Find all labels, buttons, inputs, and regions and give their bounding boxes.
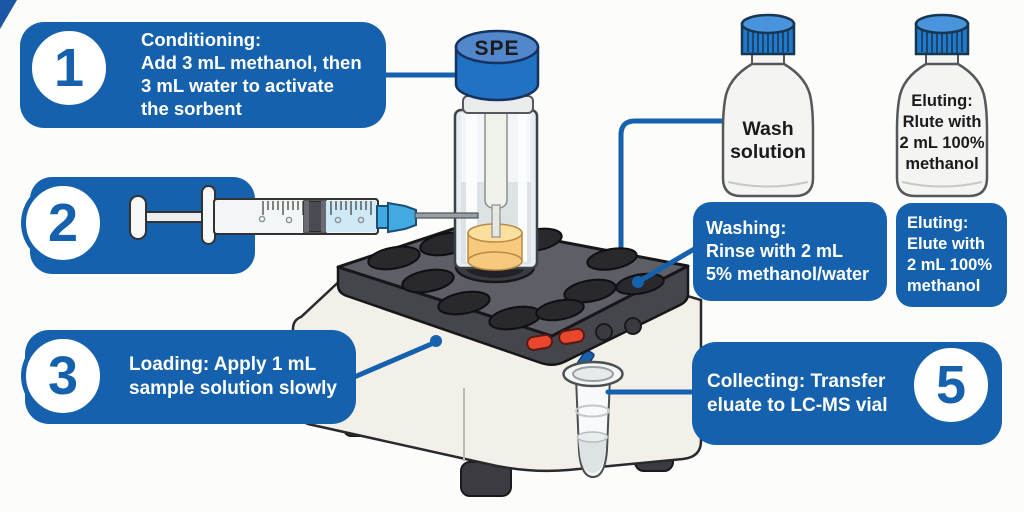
- step5-text: Collecting: Transfer eluate to LC-MS via…: [707, 370, 888, 416]
- sorbent-bed: [467, 223, 523, 271]
- step3-text: Loading: Apply 1 mL sample solution slow…: [129, 354, 337, 399]
- red-button: [526, 333, 553, 351]
- bottle-cap: [914, 13, 970, 56]
- connector-wash-bottle: [618, 118, 727, 261]
- manifold-buttons: [526, 317, 642, 351]
- washing-callout-box: Washing: Rinse with 2 mL 5% methanol/wat…: [693, 202, 887, 301]
- wash-bottle-label-line2: solution: [730, 141, 806, 163]
- connector-loading: [349, 335, 442, 381]
- collection-tube: [562, 360, 624, 479]
- step3-number: 3: [47, 346, 79, 406]
- step2-number-badge: 2: [21, 181, 105, 265]
- wash-bottle: Wash solution: [721, 13, 815, 198]
- wash-bottle-label-line1: Wash: [742, 118, 793, 140]
- step1-conditioning-box: Conditioning: Add 3 mL methanol, then 3 …: [20, 22, 386, 128]
- eluting-bottle: Eluting: Rlute with 2 mL 100% methanol: [895, 13, 989, 198]
- step1-number: 1: [53, 38, 85, 98]
- bottle-cap: [740, 13, 796, 56]
- eluting-text: Eluting: Elute with 2 mL 100% methanol: [907, 214, 992, 295]
- dark-knob: [624, 317, 642, 335]
- spe-cap-label: SPE: [474, 37, 519, 60]
- spe-cap: SPE: [454, 29, 540, 102]
- step2-number: 2: [47, 193, 79, 253]
- eluting-bottle-label-line3: 2 mL 100%: [900, 134, 985, 152]
- tube-highlight: [518, 114, 527, 262]
- tube-highlight: [466, 114, 477, 262]
- eluting-bottle-label-line4: methanol: [905, 155, 978, 173]
- spe-cartridge: SPE: [453, 29, 540, 271]
- washing-text: Washing: Rinse with 2 mL 5% methanol/wat…: [706, 218, 870, 284]
- eluting-callout-box: Eluting: Elute with 2 mL 100% methanol: [896, 203, 1007, 307]
- eluting-bottle-label-line1: Eluting:: [911, 92, 972, 110]
- step5-number-badge: 5: [909, 343, 993, 427]
- step1-text: Conditioning: Add 3 mL methanol, then 3 …: [141, 29, 362, 119]
- red-button: [558, 327, 585, 345]
- dark-knob: [595, 323, 613, 341]
- eluting-bottle-label-line2: Rlute with: [903, 113, 982, 131]
- step5-number: 5: [935, 355, 967, 415]
- connector-washing: [632, 245, 699, 288]
- step1-number-badge: 1: [27, 26, 111, 110]
- step3-number-badge: 3: [21, 334, 105, 418]
